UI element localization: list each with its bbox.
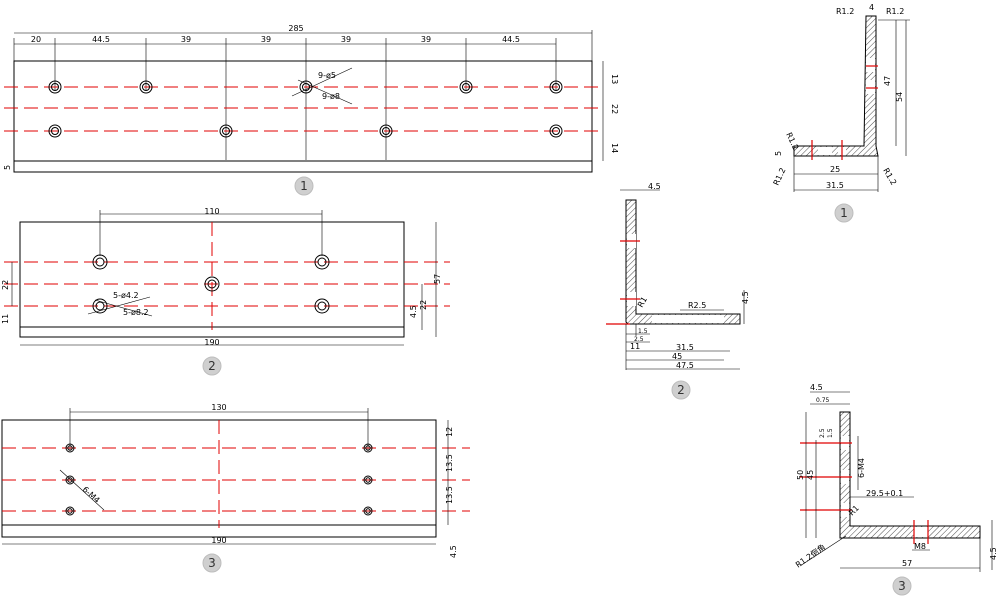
plate-1-seg-2: 39 (181, 35, 191, 44)
profile-1-left-dim: 5 (774, 151, 783, 156)
plate-1-right-dim-1: 22 (610, 104, 619, 114)
profile-3-fit-dim: 29.5+0.1 (866, 489, 903, 498)
profile-1-top-dim: 4 (869, 3, 874, 12)
plate-1-left-dim: 5 (3, 165, 12, 170)
plate-1-right-dim-2: 14 (610, 143, 619, 153)
plate-1-seg-1: 44.5 (92, 35, 110, 44)
plate-1-hole-note-b: 9-ø8 (322, 92, 340, 101)
plate-3-view: 130 190 6-M4 12 13.5 13.5 4.5 3 (1, 403, 470, 573)
profile-3-badge (892, 576, 912, 596)
profile-1-r-top-left: R1.2 (836, 7, 854, 16)
profile-3-hole-note: 6-M4 (857, 458, 866, 478)
profile-3-thread: M8 (914, 542, 926, 551)
plate-1-overall-dim: 285 (288, 24, 303, 33)
plate-2-right-dim-0: 57 (433, 274, 442, 284)
profile-3-section (839, 411, 981, 539)
profile-3-small-dim-1: 1.5 (827, 428, 834, 438)
profile-2-r-inner: R1 (636, 295, 649, 309)
profile-1-right-dim-0: 47 (883, 76, 892, 86)
plate-2-right-dim-2: 4.5 (409, 305, 418, 318)
profile-1-r-bottom-left: R1.2 (772, 166, 788, 186)
profile-2-right-dim: 4.5 (741, 291, 750, 304)
plate-2-hole-note-b: 5-ø8.2 (123, 308, 149, 317)
profile-3-right-dim: 4.5 (989, 547, 998, 560)
profile-3-bottom-dim: 57 (902, 559, 912, 568)
profile-3-badge-label: 3 (898, 579, 906, 593)
plate-2-top-dim: 110 (204, 207, 219, 216)
plate-3-right-dim-0: 12 (445, 427, 454, 437)
plate-1-holes (48, 80, 563, 138)
plate-1-badge-label: 1 (300, 179, 308, 193)
plate-1-badge (294, 176, 314, 196)
plate-2-bottom-dim: 190 (204, 338, 219, 347)
plate-1-view: 285 20 44.5 39 39 39 39 44.5 9-ø5 9-ø8 1… (3, 24, 619, 196)
plate-2-right-dim-1: 22 (419, 300, 428, 310)
profile-3-left-dim-1: 45 (806, 470, 815, 480)
plate-2-hole-note-a: 5-ø4.2 (113, 291, 139, 300)
plate-2-left-dim-1: 11 (1, 314, 10, 324)
plate-3-hole-note: 6-M4 (81, 485, 102, 505)
plate-2-view: 110 190 5-ø4.2 5-ø8.2 22 11 57 22 4.5 2 (1, 207, 450, 376)
profile-3-top-dim-1: 0.75 (816, 397, 830, 404)
plate-3-holes (65, 443, 373, 516)
plate-1-right-dim-0: 13 (610, 74, 619, 84)
plate-2-holes (92, 254, 330, 314)
plate-2-badge (202, 356, 222, 376)
profile-2-view: 4.5 R1 R2.5 4.5 1.5 2.5 11 31.5 45 47.5 … (606, 182, 750, 400)
plate-1-seg-4: 39 (341, 35, 351, 44)
plate-3-bottom-dim: 190 (211, 536, 226, 545)
profile-1-section (793, 15, 879, 157)
profile-3-top-dim-0: 4.5 (810, 383, 823, 392)
profile-1-view: R1.2 4 R1.2 47 54 R1.2 5 R1.2 R1.2 25 31… (772, 3, 910, 223)
profile-1-right-dim-1: 54 (895, 92, 904, 102)
plate-2-left-dim-0: 22 (1, 280, 10, 290)
plate-3-right-dim-2: 13.5 (445, 486, 454, 504)
profile-1-bottom-dim-1: 31.5 (826, 181, 844, 190)
plate-3-right-dim-1: 13.5 (445, 454, 454, 472)
profile-3-small-dim-0: 2.5 (819, 428, 826, 438)
profile-2-small-dim-2: 11 (630, 342, 640, 351)
profile-2-bottom-dim-1: 45 (672, 352, 682, 361)
profile-3-view: 4.5 0.75 50 45 2.5 1.5 6-M4 R1 29.5+0.1 … (793, 383, 998, 596)
plate-1-seg-6: 44.5 (502, 35, 520, 44)
profile-2-bottom-dim-0: 31.5 (676, 343, 694, 352)
profile-2-top-dim: 4.5 (648, 182, 661, 191)
profile-3-r-outer: R1.2倒角 (793, 542, 827, 570)
profile-1-r-left: R1.2 (784, 131, 800, 151)
plate-1-hole-note-a: 9-ø5 (318, 71, 336, 80)
plate-3-top-dim: 130 (211, 403, 226, 412)
plate-1-seg-3: 39 (261, 35, 271, 44)
plate-3-badge-label: 3 (208, 556, 216, 570)
profile-2-badge (671, 380, 691, 400)
profile-2-section (625, 199, 741, 325)
plate-3-badge (202, 553, 222, 573)
profile-2-bottom-dim-2: 47.5 (676, 361, 694, 370)
plate-1-seg-0: 20 (31, 35, 41, 44)
plate-1-seg-5: 39 (421, 35, 431, 44)
plate-2-badge-label: 2 (208, 359, 216, 373)
profile-1-badge-label: 1 (840, 206, 848, 220)
plate-3-bottom-right-dim: 4.5 (449, 545, 458, 558)
profile-2-r-outer: R2.5 (688, 301, 706, 310)
profile-2-small-dim-1: 2.5 (634, 336, 644, 343)
profile-3-left-dim-0: 50 (796, 470, 805, 480)
profile-1-r-top-right: R1.2 (886, 7, 904, 16)
profile-1-r-bottom-right: R1.2 (881, 167, 898, 187)
plate-3-outline (1, 419, 437, 538)
profile-1-badge (834, 203, 854, 223)
plate-1-outline (13, 60, 593, 173)
profile-1-bottom-dim-0: 25 (830, 165, 840, 174)
profile-2-small-dim-0: 1.5 (638, 328, 648, 335)
profile-2-badge-label: 2 (677, 383, 685, 397)
